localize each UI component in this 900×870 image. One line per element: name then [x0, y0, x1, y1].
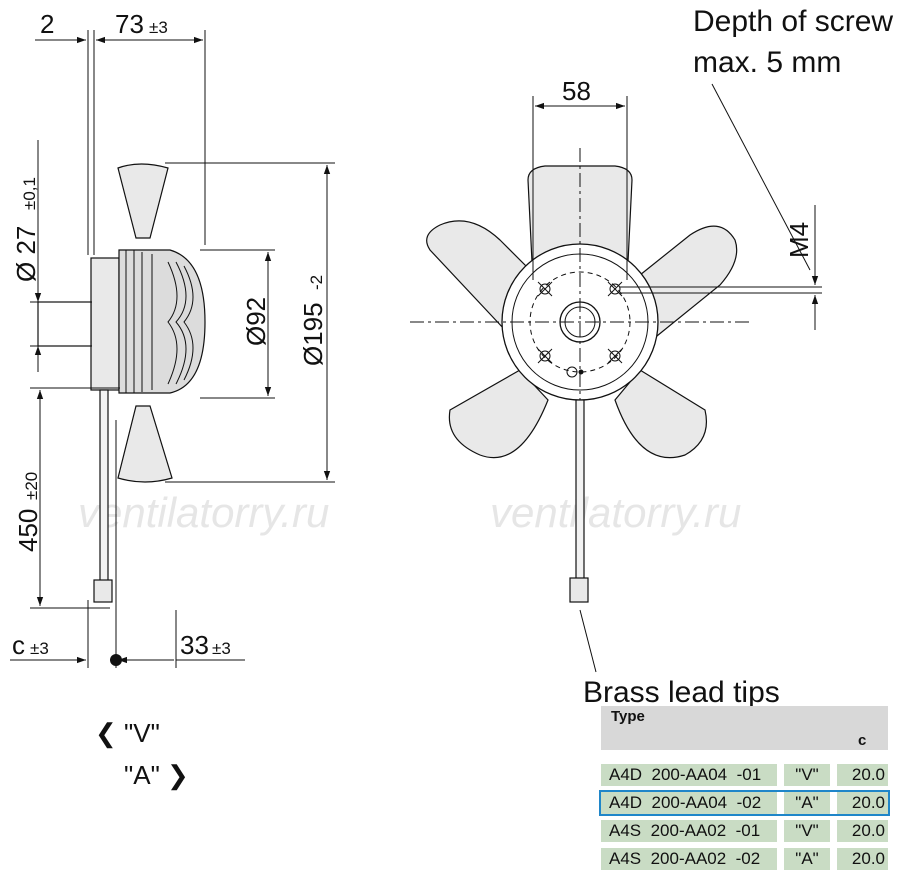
table-row[interactable]: A4S 200-AA02 -01 "V" 20.0 — [601, 820, 888, 842]
blade-right-lower — [614, 369, 707, 459]
blade-upper-side — [117, 163, 169, 239]
mounting-flange — [90, 257, 120, 391]
cell-type: A4S 200-AA02 -01 — [601, 820, 777, 842]
dim-33: 33 — [180, 630, 209, 660]
cell-c: 20.0 — [837, 848, 888, 870]
table-row[interactable]: A4D 200-AA04 -01 "V" 20.0 — [601, 764, 888, 786]
rotor-housing — [118, 249, 206, 394]
dim-2: 2 — [40, 9, 54, 39]
blade-lower-side — [117, 405, 173, 483]
note-brass-lead-tips: Brass lead tips — [583, 676, 780, 709]
cell-c: 20.0 — [837, 820, 888, 842]
dim-m4: M4 — [784, 222, 814, 258]
side-view: 2 73 ±3 Ø 27 ±0,1 450 ±20 — [10, 9, 335, 668]
dim-58: 58 — [562, 76, 591, 106]
lead-tip-front — [569, 577, 589, 603]
dim-73-tol: ±3 — [149, 18, 168, 37]
dim-33-tol: ±3 — [212, 639, 231, 658]
note-screw-depth-1: Depth of screw — [693, 5, 893, 38]
front-view: 58 M4 — [410, 76, 822, 673]
table-header: Type c — [601, 706, 888, 750]
reference-point — [110, 654, 122, 666]
cell-c: 20.0 — [837, 792, 888, 814]
dim-d27-tol: ±0,1 — [20, 177, 39, 210]
cell-direction: "A" — [784, 848, 830, 870]
cell-direction: "A" — [784, 792, 830, 814]
flow-a-label: "A" ❯ — [124, 760, 189, 791]
table-row-selected[interactable]: A4D 200-AA04 -02 "A" 20.0 — [599, 790, 890, 816]
header-type: Type — [611, 708, 645, 725]
watermark-left: ventilatorry.ru — [78, 489, 329, 536]
blade-left-lower — [448, 369, 549, 459]
cell-direction: "V" — [784, 820, 830, 842]
cable — [99, 389, 109, 591]
cell-c: 20.0 — [837, 764, 888, 786]
screw-holes — [537, 281, 623, 364]
shaft — [37, 301, 92, 347]
watermark-right: ventilatorry.ru — [490, 489, 741, 536]
dim-d92: Ø92 — [241, 297, 271, 346]
type-table: Type c A4D 200-AA04 -01 "V" 20.0 A4D 200… — [599, 706, 890, 870]
dim-d27: Ø 27 — [11, 226, 41, 282]
cell-type: A4D 200-AA04 -02 — [601, 792, 777, 814]
dim-c-tol: ±3 — [30, 639, 49, 658]
dim-c: c — [12, 630, 25, 660]
dim-450-tol: ±20 — [22, 472, 41, 500]
table-row[interactable]: A4S 200-AA02 -02 "A" 20.0 — [601, 848, 888, 870]
blade-top — [527, 165, 633, 263]
cell-direction: "V" — [784, 764, 830, 786]
cell-type: A4S 200-AA02 -02 — [601, 848, 777, 870]
dim-73: 73 — [115, 9, 144, 39]
front-cable — [575, 399, 585, 581]
lead-tip-side — [93, 579, 113, 603]
cell-type: A4D 200-AA04 -01 — [601, 764, 777, 786]
flow-v-label: ❮ "V" — [95, 718, 160, 749]
note-screw-depth-2: max. 5 mm — [693, 46, 841, 79]
dim-450: 450 — [13, 509, 43, 552]
dim-d195: Ø195 — [298, 302, 328, 366]
header-c: c — [858, 732, 867, 749]
dim-d195-tol: -2 — [307, 275, 326, 290]
blade-right-upper — [639, 225, 738, 342]
